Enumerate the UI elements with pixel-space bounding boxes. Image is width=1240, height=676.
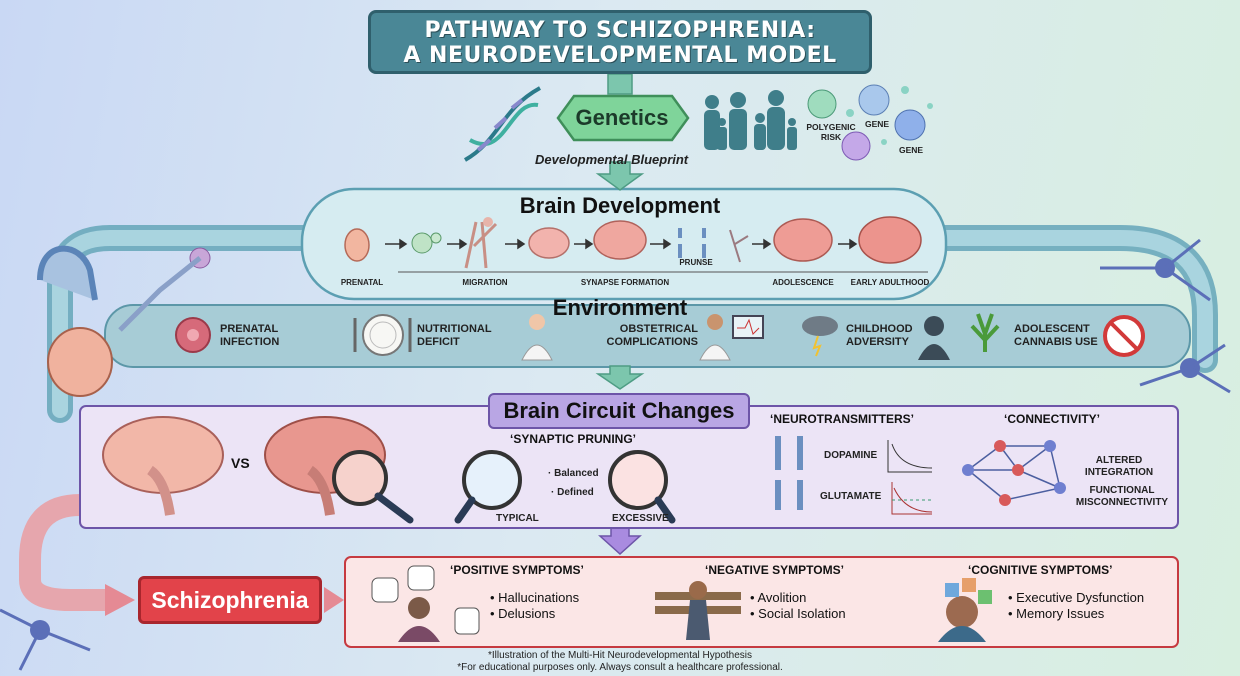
cognitive-symptoms-title: ‘COGNITIVE SYMPTOMS’: [968, 563, 1113, 577]
polygenic-risk-label: POLYGENIC RISK: [806, 122, 856, 142]
positive-symptoms-title: ‘POSITIVE SYMPTOMS’: [450, 563, 584, 577]
stage-synapse-formation: SYNAPSE FORMATION: [580, 278, 670, 287]
negative-item-1: • Avolition: [750, 590, 807, 605]
symptom-icons: [371, 565, 992, 642]
prunse-label: PRUNSE: [679, 258, 713, 267]
symptoms-arrowhead: [324, 587, 344, 613]
title-line-2: A NEURODEVELOPMENTAL MODEL: [403, 43, 837, 68]
negative-item-2: • Social Isolation: [750, 606, 846, 621]
family-icon: [704, 90, 797, 150]
dopamine-label: DOPAMINE: [824, 450, 878, 461]
stage-prenatal: PRENATAL: [340, 278, 384, 287]
cognitive-item-2: • Memory Issues: [1008, 606, 1105, 621]
flow-arrows: [595, 73, 645, 556]
glutamate-label: GLUTAMATE: [820, 491, 882, 502]
pruning-defined: · Defined: [551, 487, 594, 498]
footer-line-1: *Illustration of the Multi-Hit Neurodeve…: [487, 650, 752, 661]
env-obstetrical-complications: OBSTETRICAL COMPLICATIONS: [606, 323, 698, 348]
gene-label-2: GENE: [898, 145, 924, 155]
pruning-balanced: · Balanced: [548, 468, 599, 479]
brain-development-title: Brain Development: [519, 193, 721, 218]
env-prenatal-infection: PRENATAL INFECTION: [220, 323, 280, 348]
gene-label-1: GENE: [864, 119, 890, 129]
stage-adolescence: ADOLESCENCE: [772, 278, 834, 287]
functional-misconnectivity-label: FUNCTIONAL MISCONNECTIVITY: [1075, 485, 1169, 508]
genetics-hexagon: [556, 94, 690, 142]
env-nutritional-deficit: NUTRITIONAL DEFICIT: [417, 323, 492, 348]
environment-icons: [175, 313, 1145, 361]
vs-label: VS: [231, 455, 250, 471]
development-stage-icons: [344, 216, 928, 273]
negative-symptoms-title: ‘NEGATIVE SYMPTOMS’: [705, 563, 844, 577]
circuit-changes-title: Brain Circuit Changes: [488, 393, 750, 429]
connectivity-title: ‘CONNECTIVITY’: [1004, 412, 1101, 426]
schizophrenia-label: Schizophrenia: [138, 576, 322, 624]
stage-early-adulthood: EARLY ADULTHOOD: [850, 278, 930, 287]
pruning-excessive: EXCESSIVE: [612, 513, 669, 524]
positive-item-2: • Delusions: [490, 606, 556, 621]
outcome-arrowhead: [105, 584, 135, 616]
dna-helix-icon: [464, 86, 541, 162]
neurotransmitters-title: ‘NEUROTRANSMITTERS’: [770, 412, 914, 426]
developmental-blueprint-label: Developmental Blueprint: [535, 152, 689, 167]
pruning-typical: TYPICAL: [496, 513, 539, 524]
env-adolescent-cannabis-use: ADOLESCENT CANNABIS USE: [1014, 323, 1098, 348]
environment-title: Environment: [552, 295, 688, 320]
stage-migration: MIGRATION: [462, 278, 508, 287]
neuron-decoration-icon: [0, 238, 1231, 671]
altered-integration-label: ALTERED INTEGRATION: [1084, 455, 1154, 478]
title-banner: PATHWAY TO SCHIZOPHRENIA: A NEURODEVELOP…: [368, 10, 872, 74]
gene-bubbles-icon: [807, 84, 933, 161]
footer-line-2: *For educational purposes only. Always c…: [457, 662, 783, 673]
synaptic-pruning-title: ‘SYNAPTIC PRUNING’: [510, 432, 637, 446]
positive-item-1: • Hallucinations: [490, 590, 580, 605]
brain-comparison-icons: [102, 416, 1066, 524]
env-childhood-adversity: CHILDHOOD ADVERSITY: [846, 323, 913, 348]
genetics-label: Genetics: [575, 105, 669, 130]
cognitive-item-1: • Executive Dysfunction: [1008, 590, 1145, 605]
outcome-curve-arrow: [19, 494, 110, 611]
title-line-1: PATHWAY TO SCHIZOPHRENIA:: [424, 18, 816, 43]
